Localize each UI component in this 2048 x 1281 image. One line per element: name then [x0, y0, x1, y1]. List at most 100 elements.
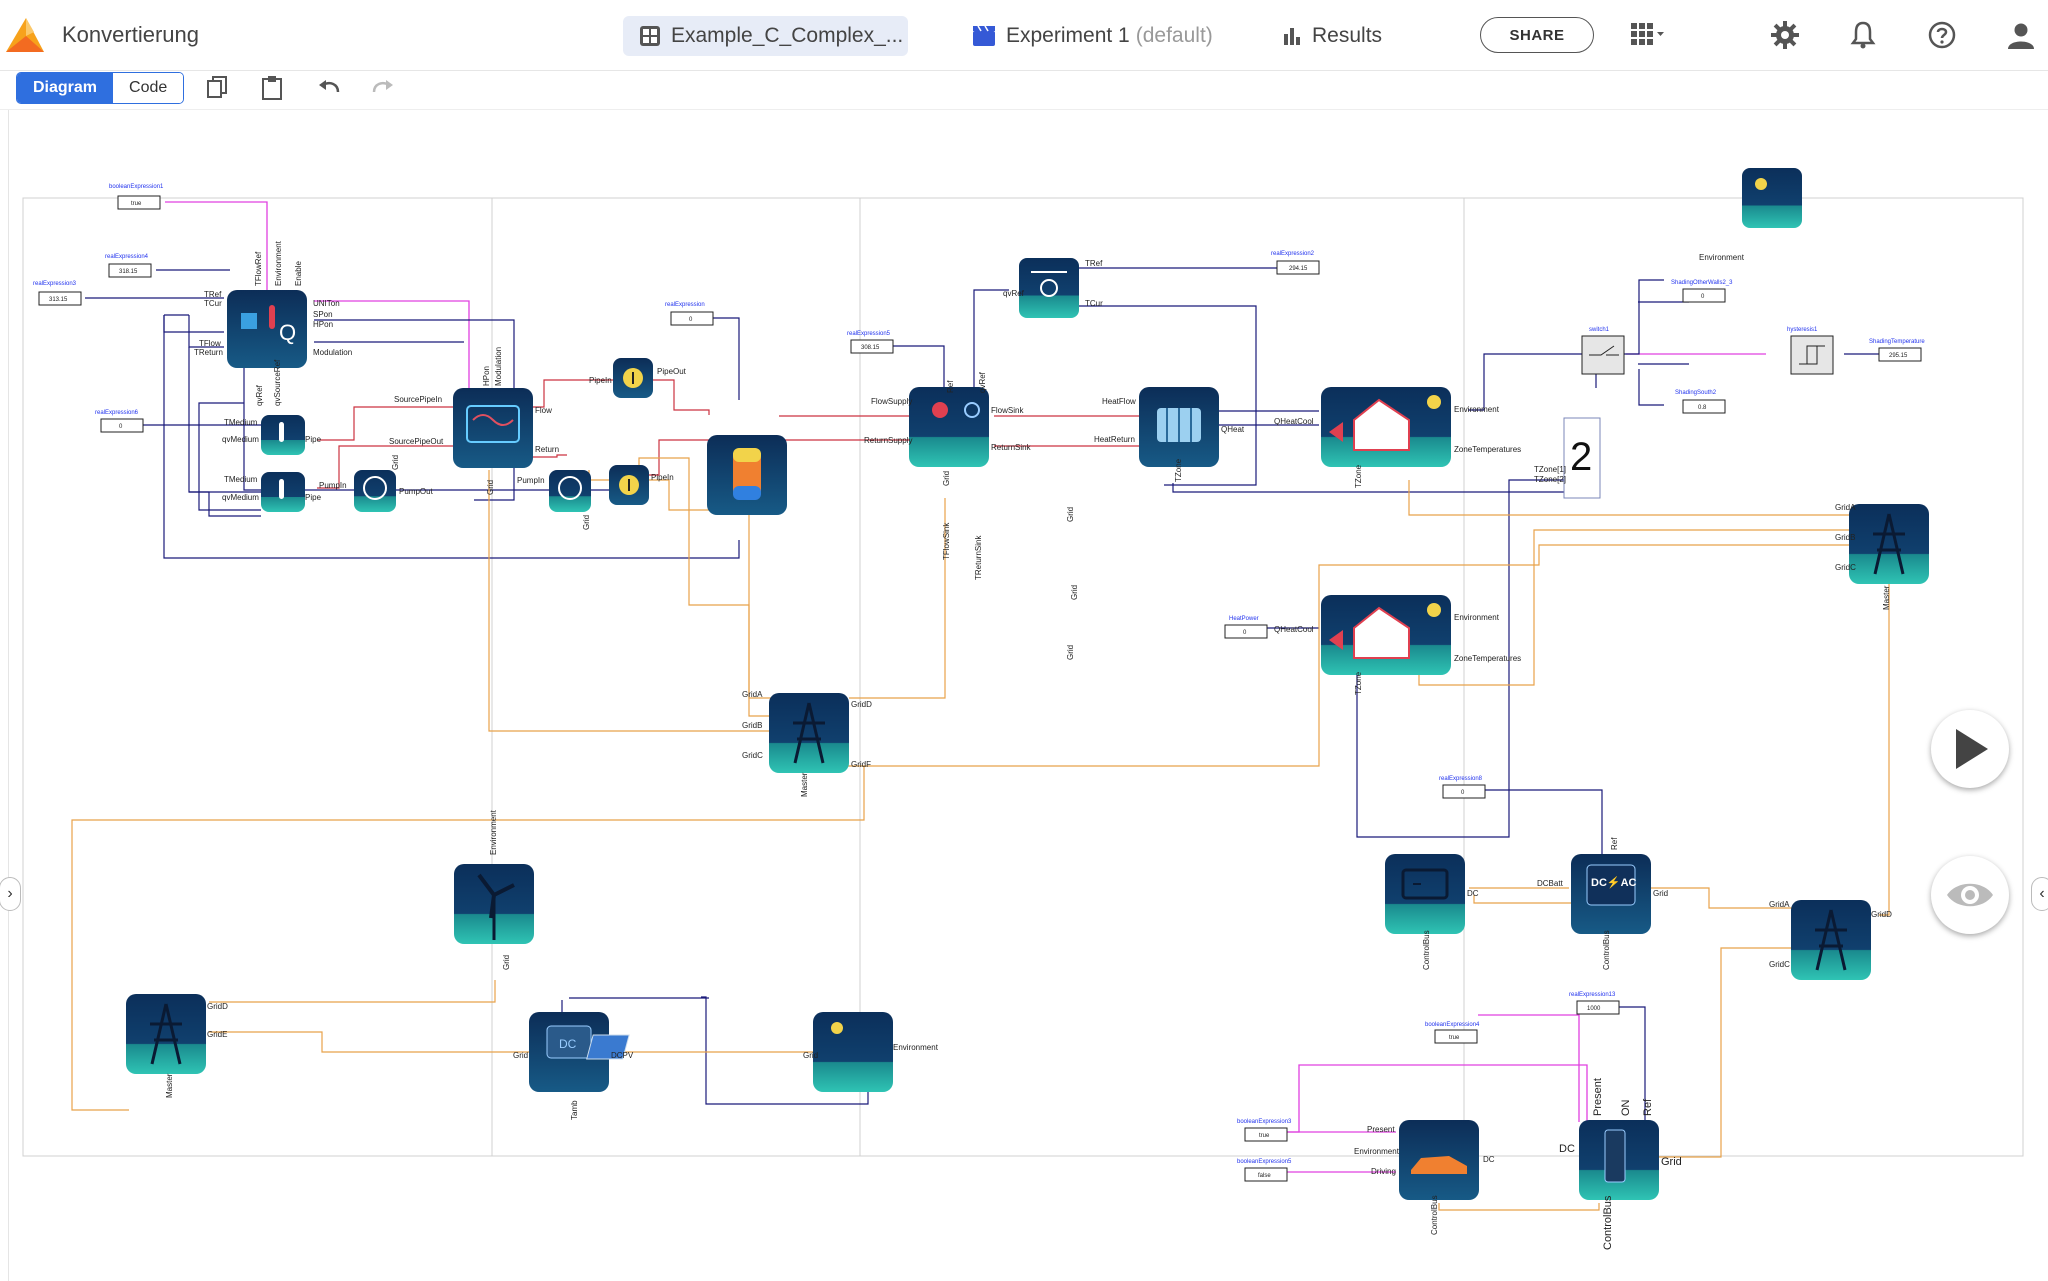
- svg-text:GridA: GridA: [1769, 900, 1790, 909]
- gear-icon[interactable]: [1770, 20, 1800, 50]
- svg-text:qvRef: qvRef: [255, 384, 264, 406]
- svg-text:DC: DC: [1483, 1155, 1495, 1164]
- code-tab[interactable]: Code: [113, 73, 184, 103]
- svg-text:DCBatt: DCBatt: [1537, 879, 1564, 888]
- svg-text:switch1: switch1: [1589, 327, 1610, 333]
- port-labels: TRef TCur TFlow TReturn UNITon SPon HPon…: [165, 240, 1892, 1250]
- svg-text:booleanExpression1: booleanExpression1: [109, 184, 164, 190]
- svg-text:QHeatCool: QHeatCool: [1274, 625, 1314, 634]
- svg-text:TRef: TRef: [1085, 259, 1103, 268]
- svg-text:Grid: Grid: [502, 955, 511, 970]
- svg-text:0.8: 0.8: [1698, 405, 1707, 411]
- heat-network: [909, 387, 989, 467]
- pump-1: [354, 470, 396, 512]
- svg-text:booleanExpression4: booleanExpression4: [1425, 1022, 1480, 1028]
- svg-text:realExpression3: realExpression3: [33, 281, 77, 287]
- svg-text:TReturn: TReturn: [194, 348, 223, 357]
- svg-text:Ref: Ref: [1610, 837, 1619, 850]
- weather-environment: [1742, 168, 1802, 228]
- grid-apps-icon[interactable]: [1630, 22, 1666, 48]
- svg-text:SPon: SPon: [313, 310, 333, 319]
- svg-text:true: true: [131, 201, 142, 207]
- svg-text:DC: DC: [1559, 1143, 1575, 1155]
- svg-text:ShadingSouth2: ShadingSouth2: [1675, 390, 1717, 396]
- svg-text:Grid: Grid: [1070, 585, 1079, 600]
- component-tiles[interactable]: Q 2 DC DC⚡AC: [126, 168, 1929, 1200]
- svg-text:FlowSink: FlowSink: [991, 406, 1024, 415]
- undo-icon[interactable]: [316, 75, 342, 101]
- paste-icon[interactable]: [260, 75, 284, 101]
- svg-text:Master: Master: [1882, 585, 1891, 610]
- svg-text:Environment: Environment: [489, 809, 498, 855]
- right-panel-toggle[interactable]: ‹: [2031, 877, 2048, 911]
- svg-text:TZone[2]: TZone[2]: [1534, 475, 1566, 484]
- svg-text:ZoneTemperatures: ZoneTemperatures: [1454, 445, 1521, 454]
- diagram-tab[interactable]: Diagram: [17, 73, 114, 103]
- svg-text:ShadingTemperature: ShadingTemperature: [1869, 339, 1925, 345]
- svg-text:0: 0: [1461, 790, 1465, 796]
- svg-text:ControlBus: ControlBus: [1602, 1195, 1614, 1250]
- svg-text:SourcePipeOut: SourcePipeOut: [389, 437, 444, 446]
- svg-text:qvMedium: qvMedium: [222, 493, 259, 502]
- model-name: Example_C_Complex_...: [671, 24, 904, 47]
- copy-icon[interactable]: [205, 75, 229, 101]
- svg-text:Grid: Grid: [1066, 507, 1075, 522]
- svg-text:Grid: Grid: [513, 1051, 528, 1060]
- svg-text:qvSourceRef: qvSourceRef: [273, 359, 282, 406]
- svg-text:ControlBus: ControlBus: [1422, 930, 1431, 970]
- svg-text:TFlow: TFlow: [199, 339, 221, 348]
- clapper-icon: [973, 25, 995, 46]
- svg-text:PipeIn: PipeIn: [589, 376, 612, 385]
- battery: [1385, 854, 1465, 934]
- heat-pump-controller: Q: [227, 290, 307, 368]
- view-options-button[interactable]: [1931, 856, 2009, 934]
- chart-icon: [1284, 28, 1300, 45]
- play-icon: [1956, 729, 1988, 769]
- svg-text:318.15: 318.15: [119, 269, 138, 275]
- valve-2: [609, 465, 649, 505]
- bell-icon[interactable]: [1850, 20, 1876, 50]
- svg-text:GridD: GridD: [1871, 910, 1892, 919]
- svg-text:Grid: Grid: [391, 455, 400, 470]
- app-title[interactable]: Konvertierung: [62, 22, 199, 47]
- svg-text:Flow: Flow: [535, 406, 552, 415]
- app-logo-icon[interactable]: [2, 14, 46, 58]
- svg-text:TMedium: TMedium: [224, 475, 258, 484]
- pump-2: [549, 470, 591, 512]
- valve-1: [613, 358, 653, 398]
- svg-text:qvMedium: qvMedium: [222, 435, 259, 444]
- svg-text:TMedium: TMedium: [224, 418, 258, 427]
- svg-text:Return: Return: [535, 445, 559, 454]
- shading-other-walls: ShadingOtherWalls2_30: [1671, 280, 1733, 303]
- svg-text:Grid: Grid: [582, 515, 591, 530]
- wind-turbine: [454, 864, 534, 944]
- simulate-button[interactable]: [1931, 710, 2009, 788]
- svg-text:FlowSupply: FlowSupply: [871, 397, 912, 406]
- svg-text:realExpression6: realExpression6: [95, 410, 139, 416]
- svg-text:true: true: [1449, 1035, 1460, 1041]
- user-icon[interactable]: [2006, 20, 2036, 50]
- svg-text:qvRef: qvRef: [978, 371, 987, 393]
- svg-text:HPon: HPon: [482, 366, 491, 386]
- svg-text:DC⚡AC: DC⚡AC: [1591, 876, 1637, 889]
- svg-text:Tamb: Tamb: [570, 1100, 579, 1120]
- left-panel-toggle[interactable]: ›: [0, 877, 21, 911]
- experiment-tab[interactable]: Experiment 1 (default): [972, 16, 1213, 56]
- diagram-frame: [22, 197, 2024, 1157]
- share-button[interactable]: SHARE: [1480, 17, 1594, 53]
- svg-text:realExpression2: realExpression2: [1271, 251, 1315, 257]
- svg-text:Environment: Environment: [274, 240, 283, 286]
- model-diagram[interactable]: booleanExpression1 true realExpression431…: [9, 110, 2041, 1281]
- svg-text:Grid: Grid: [1661, 1156, 1682, 1168]
- svg-text:realExpression8: realExpression8: [1439, 776, 1483, 782]
- model-tab[interactable]: Example_C_Complex_...: [623, 16, 908, 56]
- results-tab[interactable]: Results: [1282, 16, 1382, 56]
- expression-blocks[interactable]: booleanExpression1 true realExpression431…: [33, 184, 1925, 1182]
- help-icon[interactable]: [1927, 20, 1957, 50]
- grid-node-center: [769, 693, 849, 773]
- redo-icon[interactable]: [370, 75, 396, 101]
